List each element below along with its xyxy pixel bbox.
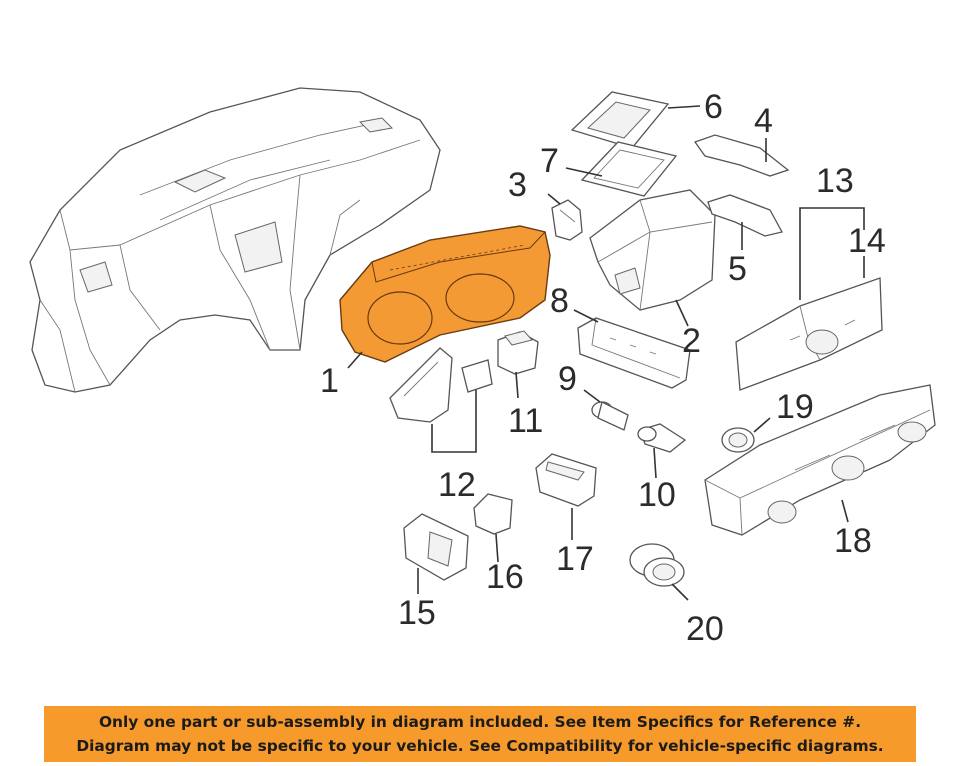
callout-2: 2 (682, 322, 701, 360)
part-17-switch (535, 453, 597, 507)
callout-9: 9 (558, 360, 577, 398)
dashboard-illustration (29, 87, 441, 393)
callout-14: 14 (848, 222, 886, 260)
part-15-switch (403, 513, 469, 581)
disclaimer-line-2: Diagram may not be specific to your vehi… (76, 737, 884, 755)
part-1-instrument-cluster (339, 225, 551, 363)
callout-6: 6 (704, 88, 723, 126)
callout-3: 3 (508, 166, 527, 204)
part-8-switch-panel (577, 317, 691, 389)
part-18-climate-control (704, 384, 936, 536)
part-3-bracket (551, 199, 583, 241)
part-10-socket (637, 423, 687, 453)
callout-4: 4 (754, 102, 773, 140)
callout-8: 8 (550, 282, 569, 320)
callout-20: 20 (686, 610, 724, 648)
part-13-14-control-panel (735, 277, 883, 391)
callout-13: 13 (816, 162, 854, 200)
callout-16: 16 (486, 558, 524, 596)
part-20-button (629, 543, 685, 587)
callout-1: 1 (320, 362, 339, 400)
callout-7: 7 (540, 142, 559, 180)
callout-12: 12 (438, 466, 476, 504)
callout-5: 5 (728, 250, 747, 288)
disclaimer-line-1: Only one part or sub-assembly in diagram… (98, 713, 862, 731)
callout-19: 19 (776, 388, 814, 426)
part-2-console-bracket (589, 189, 716, 311)
part-12-bracket (389, 347, 493, 423)
part-9-lighter (591, 401, 629, 431)
part-16-switch (473, 493, 513, 535)
part-6-bezel (570, 91, 670, 149)
callout-labels: 1 2 3 4 5 6 7 8 9 10 11 12 13 14 15 16 1… (320, 88, 886, 648)
part-7-trim (580, 141, 678, 197)
leader-lines (347, 105, 865, 601)
part-4-clip (693, 134, 790, 177)
part-5-bracket (707, 194, 783, 237)
part-19-knob (721, 427, 755, 453)
parts-diagram: 1 2 3 4 5 6 7 8 9 10 11 12 13 14 15 16 1… (29, 87, 936, 648)
disclaimer-banner: Only one part or sub-assembly in diagram… (44, 706, 916, 762)
callout-17: 17 (556, 540, 594, 578)
callout-11: 11 (508, 402, 543, 440)
callout-18: 18 (834, 522, 872, 560)
part-11-switch (497, 330, 539, 375)
callout-15: 15 (398, 594, 436, 632)
callout-10: 10 (638, 476, 676, 514)
